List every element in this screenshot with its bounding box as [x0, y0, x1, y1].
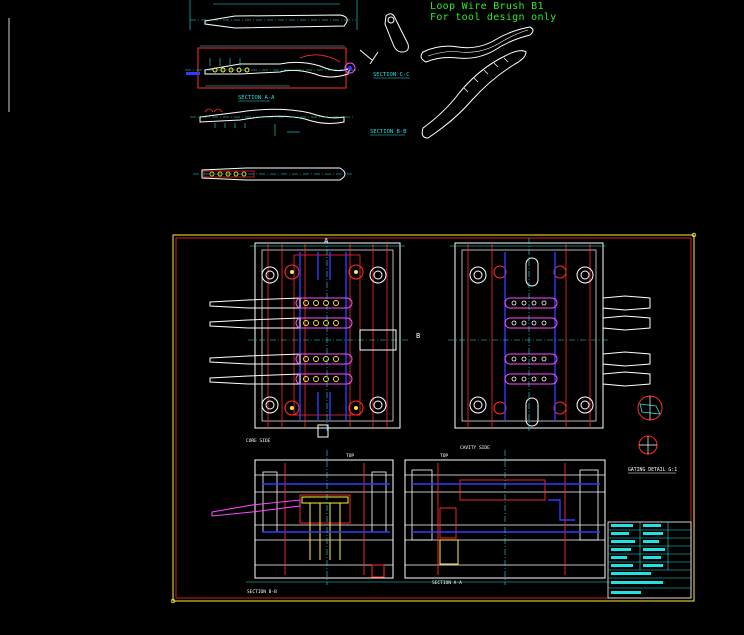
part-iso-end[interactable]: [359, 13, 409, 65]
top-label-right: TOP: [440, 453, 448, 459]
section-bb-mold-label: SECTION B-B: [247, 589, 277, 595]
part-iso-side[interactable]: [421, 50, 527, 139]
part-front-view[interactable]: [185, 45, 360, 89]
top-label-left: TOP: [346, 453, 354, 459]
cut-a-label: A: [324, 237, 329, 245]
section-bb-view[interactable]: [211, 450, 400, 585]
drawing-title-line2: For tool design only: [430, 12, 557, 23]
gating-detail-label: GATING DETAIL G:1: [628, 467, 677, 473]
section-cc-label: SECTION C-C: [373, 72, 409, 78]
drawing-title-note: Loop Wire Brush B1 For tool design only: [430, 1, 556, 23]
part-section-aa[interactable]: [190, 108, 355, 136]
section-bb-label: SECTION B-B: [370, 129, 407, 135]
part-iso-top[interactable]: [420, 26, 534, 63]
title-block[interactable]: [607, 521, 692, 599]
core-side-plan-view[interactable]: [209, 238, 408, 438]
drawing-title-line1: Loop Wire Brush B1: [430, 1, 544, 12]
part-bottom-view[interactable]: [193, 167, 352, 181]
part-top-view[interactable]: [189, 0, 358, 30]
cavity-side-plan-view[interactable]: [448, 238, 651, 432]
core-side-label: CORE SIDE: [246, 438, 271, 444]
cut-b-label: B: [416, 332, 420, 340]
section-aa-label: SECTION A-A: [238, 95, 275, 101]
drawing-sheet-frame: [170, 232, 697, 604]
section-aa-view[interactable]: [400, 450, 610, 585]
cavity-side-label: CAVITY SIDE: [460, 445, 490, 451]
gating-detail[interactable]: [637, 395, 663, 455]
section-aa-mold-label: SECTION A-A: [432, 580, 462, 586]
